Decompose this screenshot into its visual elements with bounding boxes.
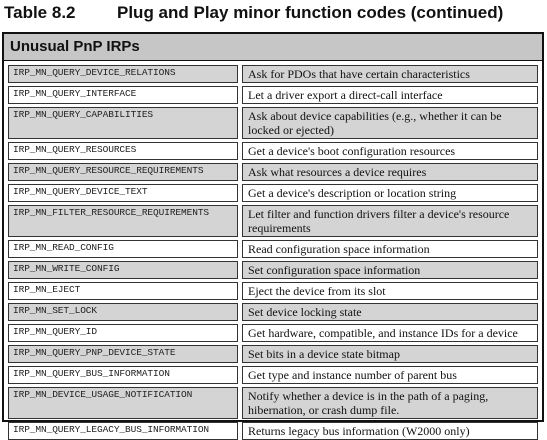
description-cell: Get hardware, compatible, and instance I… [242,324,538,342]
pnp-minor-function-table: Unusual PnP IRPs IRP_MN_QUERY_DEVICE_REL… [2,32,544,440]
description-cell: Ask about device capabilities (e.g., whe… [242,107,538,139]
description-cell: Let filter and function drivers filter a… [242,205,538,237]
table-title: Plug and Play minor function codes (cont… [117,3,504,22]
description-cell: Notify whether a device is in the path o… [242,387,538,419]
table-caption: Table 8.2 Plug and Play minor function c… [4,3,544,27]
function-code-cell: IRP_MN_READ_CONFIG [8,240,238,258]
function-code-cell: IRP_MN_DEVICE_USAGE_NOTIFICATION [8,387,238,419]
description-cell: Ask for PDOs that have certain character… [242,65,538,83]
description-cell: Read configuration space information [242,240,538,258]
description-cell: Set configuration space information [242,261,538,279]
function-code-cell: IRP_MN_WRITE_CONFIG [8,261,238,279]
function-code-cell: IRP_MN_SET_LOCK [8,303,238,321]
document-page: Table 8.2 Plug and Play minor function c… [2,3,544,440]
table-number: Table 8.2 [4,3,76,22]
function-code-cell: IRP_MN_QUERY_RESOURCE_REQUIREMENTS [8,163,238,181]
function-code-cell: IRP_MN_EJECT [8,282,238,300]
section-heading: Unusual PnP IRPs [4,34,542,61]
description-cell: Get type and instance number of parent b… [242,366,538,384]
function-code-cell: IRP_MN_QUERY_PNP_DEVICE_STATE [8,345,238,363]
function-code-cell: IRP_MN_QUERY_DEVICE_TEXT [8,184,238,202]
description-cell: Set device locking state [242,303,538,321]
description-cell: Set bits in a device state bitmap [242,345,538,363]
function-code-cell: IRP_MN_QUERY_ID [8,324,238,342]
description-cell: Get a device's description or location s… [242,184,538,202]
function-code-cell: IRP_MN_QUERY_DEVICE_RELATIONS [8,65,238,83]
function-code-cell: IRP_MN_QUERY_RESOURCES [8,142,238,160]
function-code-cell: IRP_MN_QUERY_LEGACY_BUS_INFORMATION [8,422,238,440]
function-code-cell: IRP_MN_QUERY_INTERFACE [8,86,238,104]
description-cell: Returns legacy bus information (W2000 on… [242,422,538,440]
function-code-cell: IRP_MN_QUERY_CAPABILITIES [8,107,238,139]
description-cell: Get a device's boot configuration resour… [242,142,538,160]
function-code-cell: IRP_MN_FILTER_RESOURCE_REQUIREMENTS [8,205,238,237]
description-cell: Eject the device from its slot [242,282,538,300]
description-cell: Ask what resources a device requires [242,163,538,181]
function-code-cell: IRP_MN_QUERY_BUS_INFORMATION [8,366,238,384]
description-cell: Let a driver export a direct-call interf… [242,86,538,104]
